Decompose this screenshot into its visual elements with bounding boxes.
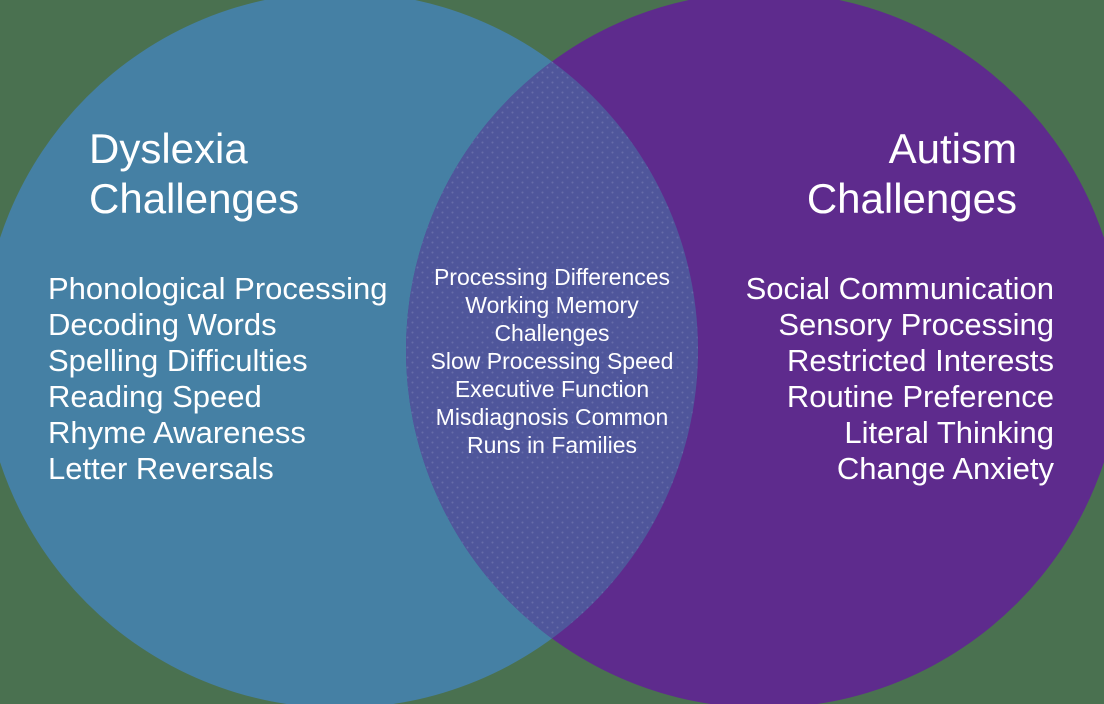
- overlap-dot-texture: [405, 61, 699, 639]
- list-item: Literal Thinking: [844, 415, 1054, 450]
- list-item: Slow Processing Speed: [430, 348, 674, 374]
- list-item: Restricted Interests: [786, 343, 1054, 378]
- list-item: Runs in Families: [466, 432, 637, 458]
- autism-title: Autism Challenges: [806, 125, 1017, 222]
- list-item: Reading Speed: [48, 379, 262, 414]
- list-item: Phonological Processing: [48, 271, 388, 306]
- list-item: Routine Preference: [786, 379, 1054, 414]
- list-item: Processing Differences: [433, 264, 671, 290]
- dyslexia-title: Dyslexia Challenges: [89, 125, 300, 222]
- list-item: Rhyme Awareness: [48, 415, 306, 450]
- list-item: Working Memory Challenges: [465, 292, 639, 346]
- list-item: Executive Function: [454, 376, 650, 402]
- list-item: Decoding Words: [48, 307, 277, 342]
- list-item: Sensory Processing: [778, 307, 1054, 342]
- list-item: Social Communication: [745, 271, 1054, 306]
- list-item: Spelling Difficulties: [48, 343, 308, 378]
- list-item: Misdiagnosis Common: [435, 404, 669, 430]
- list-item: Change Anxiety: [836, 451, 1054, 486]
- list-item: Letter Reversals: [48, 451, 274, 486]
